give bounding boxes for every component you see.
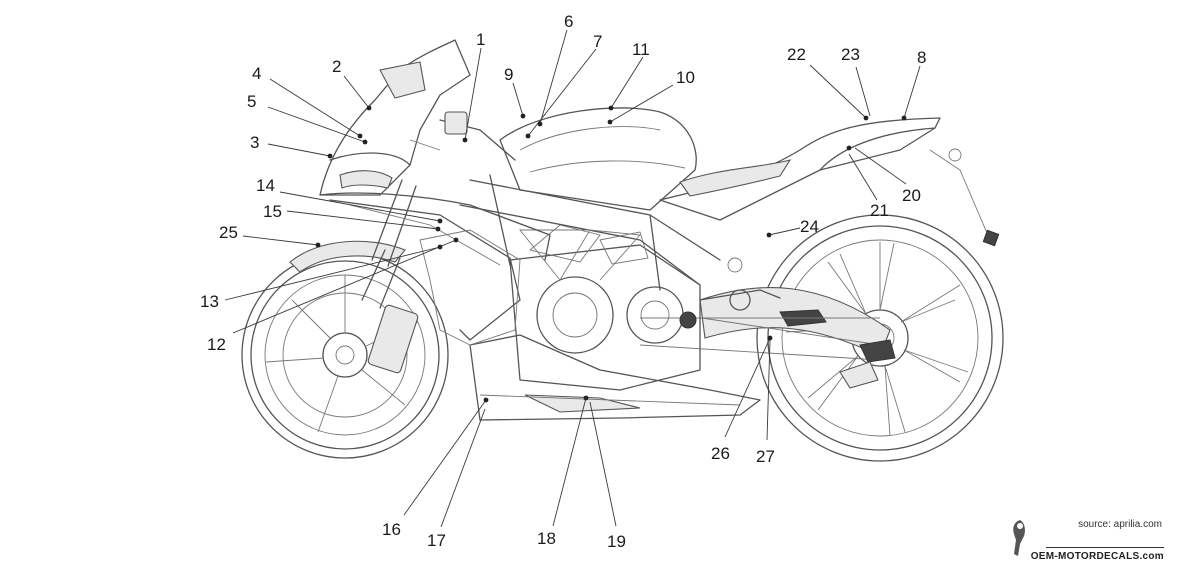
front-fender	[289, 240, 406, 273]
label-19: 19	[607, 532, 626, 551]
label-27: 27	[756, 447, 775, 466]
brand-logo-icon	[1013, 520, 1025, 556]
label-24: 24	[800, 217, 819, 236]
label-23: 23	[841, 45, 860, 64]
label-20: 20	[902, 186, 921, 205]
label-10: 10	[676, 68, 695, 87]
rear-set	[699, 257, 781, 311]
label-11: 11	[632, 40, 650, 59]
front-fork	[361, 179, 419, 374]
label-26: 26	[711, 444, 730, 463]
label-5: 5	[247, 92, 256, 111]
callout-dots	[315, 105, 907, 403]
belly-pan	[469, 334, 761, 421]
engine	[509, 224, 701, 391]
front-wheel	[241, 251, 449, 459]
side-fairing-panel	[419, 229, 521, 346]
part-labels: 1 2 3 4 5 6 7 8 9 10 11 12 13 14 15 16 1…	[200, 12, 926, 551]
chain-guard	[839, 361, 879, 389]
label-4: 4	[252, 64, 261, 83]
brand-text: OEM-MOTORDECALS.com	[1030, 551, 1164, 562]
source-credit: source: aprilia.com OEM-MOTORDECALS.com	[1004, 516, 1164, 564]
label-12: 12	[207, 335, 226, 354]
rear-wheel	[756, 214, 1004, 462]
label-13: 13	[200, 292, 219, 311]
label-2: 2	[332, 57, 341, 76]
label-1: 1	[476, 30, 485, 49]
brand-divider	[1046, 547, 1164, 548]
label-15: 15	[263, 202, 282, 221]
front-fairing	[319, 39, 551, 341]
label-21: 21	[870, 201, 889, 220]
label-8: 8	[917, 48, 926, 67]
fuel-tank	[499, 107, 697, 211]
label-16: 16	[382, 520, 401, 539]
label-17: 17	[427, 531, 446, 550]
rear-caliper	[859, 339, 896, 363]
leader-lines	[224, 29, 921, 528]
label-3: 3	[250, 133, 259, 152]
label-25: 25	[219, 223, 238, 242]
handlebar	[409, 111, 516, 161]
label-14: 14	[256, 176, 275, 195]
swingarm	[699, 286, 891, 357]
label-9: 9	[504, 65, 513, 84]
label-7: 7	[593, 32, 602, 51]
label-6: 6	[564, 12, 573, 31]
seat-tail	[659, 117, 1000, 247]
label-22: 22	[787, 45, 806, 64]
label-18: 18	[537, 529, 556, 548]
source-text: source: aprilia.com	[1078, 519, 1162, 530]
